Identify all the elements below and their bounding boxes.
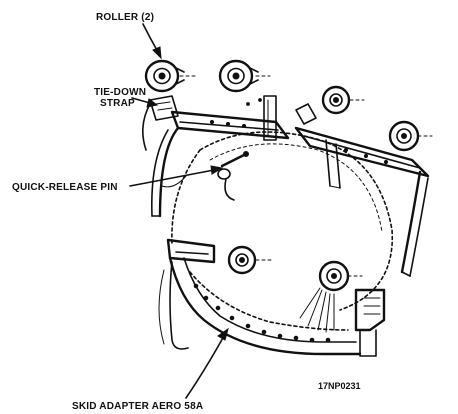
- upper-frame-right: [294, 103, 430, 277]
- roller-leader: [142, 23, 162, 60]
- quick-release-pin-leader: [129, 165, 224, 187]
- hardware-dots: [193, 98, 389, 343]
- figure-number: 17NP0231: [318, 381, 361, 391]
- tie-down-label-line1: TIE-DOWN: [94, 87, 146, 98]
- roller-back-1: [321, 85, 365, 115]
- quick-release-pin-label: QUICK-RELEASE PIN: [12, 182, 118, 193]
- skid-adapter-leader: [185, 327, 229, 399]
- lower-frame: [158, 238, 386, 357]
- roller-left: [144, 59, 197, 93]
- center-ring: [171, 131, 394, 311]
- tie-down-strap: [142, 95, 179, 151]
- roller-back-2: [388, 120, 433, 152]
- roller-label: ROLLER (2): [96, 12, 154, 23]
- skid-adapter-label: SKID ADAPTER AERO 58A: [72, 401, 203, 412]
- roller-right: [218, 59, 271, 93]
- roller-lower-left: [227, 245, 273, 275]
- tie-down-label-line2: STRAP: [100, 98, 135, 109]
- roller-lower-right: [299, 260, 363, 333]
- upper-frame-left: [151, 95, 290, 218]
- quick-release-pin: [217, 151, 249, 201]
